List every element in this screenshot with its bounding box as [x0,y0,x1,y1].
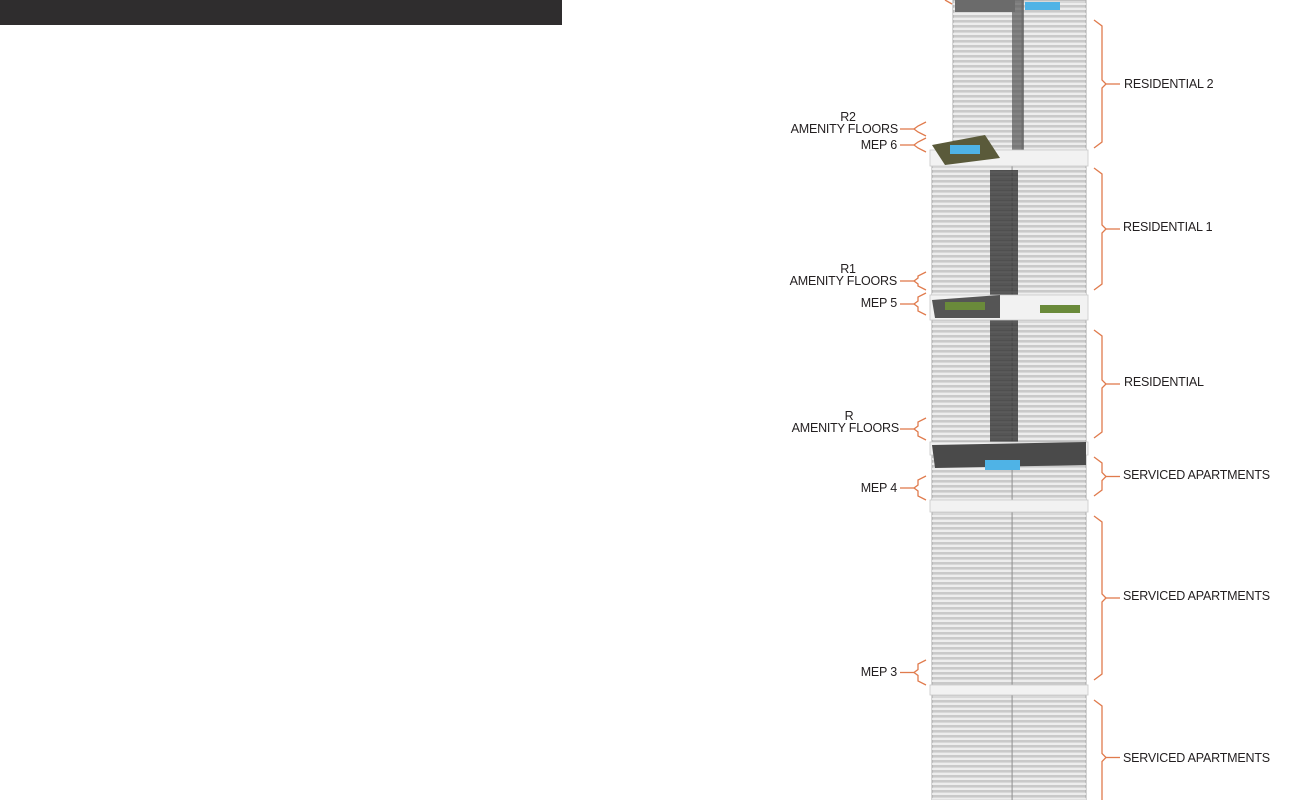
bracket-mep-6 [912,137,927,153]
zone-label-mep-4: MEP 4 [860,481,897,495]
bracket-r2-amenity [912,121,927,137]
tower-block-serviced-3 [931,694,1087,800]
zone-code-r2: R2 [840,110,856,124]
zone-label-mep-5: MEP 5 [860,296,897,310]
bracket-serviced-2 [1093,515,1107,681]
bracket-residential [1093,329,1107,439]
header-bar [0,0,562,25]
upper-core [1012,0,1024,150]
zone-code-r: R [844,409,854,423]
r1-garden [945,302,985,310]
zone-label-r-amenity: AMENITY FLOORS [791,421,900,435]
zone-label-residential-2: RESIDENTIAL 2 [1124,77,1214,91]
mep-band-3 [929,684,1089,696]
zone-label-mep-6: MEP 6 [860,138,897,152]
bracket-mep-5 [912,292,927,316]
bracket-mep-3 [912,659,927,686]
zone-label-serviced-apartments-3: SERVICED APARTMENTS [1123,751,1270,765]
bracket-r-amenity [912,417,927,441]
r-pool [985,460,1020,470]
zone-label-mep-3: MEP 3 [860,665,897,679]
r2-pool [950,145,980,154]
zone-label-serviced-apartments-1: SERVICED APARTMENTS [1123,468,1270,482]
top-terrace [955,0,1015,12]
r-terrace [932,442,1086,468]
zone-code-r1: R1 [840,262,856,276]
zone-label-r1-amenity: AMENITY FLOORS [789,274,898,288]
r1-garden-right [1040,305,1080,313]
zone-label-serviced-apartments-2: SERVICED APARTMENTS [1123,589,1270,603]
bracket-residential-2 [1093,19,1107,149]
mep-band-4 [929,499,1089,513]
top-pool [1025,2,1060,10]
zone-label-residential-1: RESIDENTIAL 1 [1123,220,1213,234]
bracket-serviced-3 [1093,699,1107,800]
bracket-serviced-1 [1093,456,1107,497]
zone-label-r2-amenity: AMENITY FLOORS [790,122,899,136]
bracket-mep-4 [912,475,927,501]
zone-label-residential: RESIDENTIAL [1124,375,1204,389]
bracket-residential-1 [1093,167,1107,291]
bracket-top [944,0,953,5]
bracket-r1-amenity [912,271,927,291]
